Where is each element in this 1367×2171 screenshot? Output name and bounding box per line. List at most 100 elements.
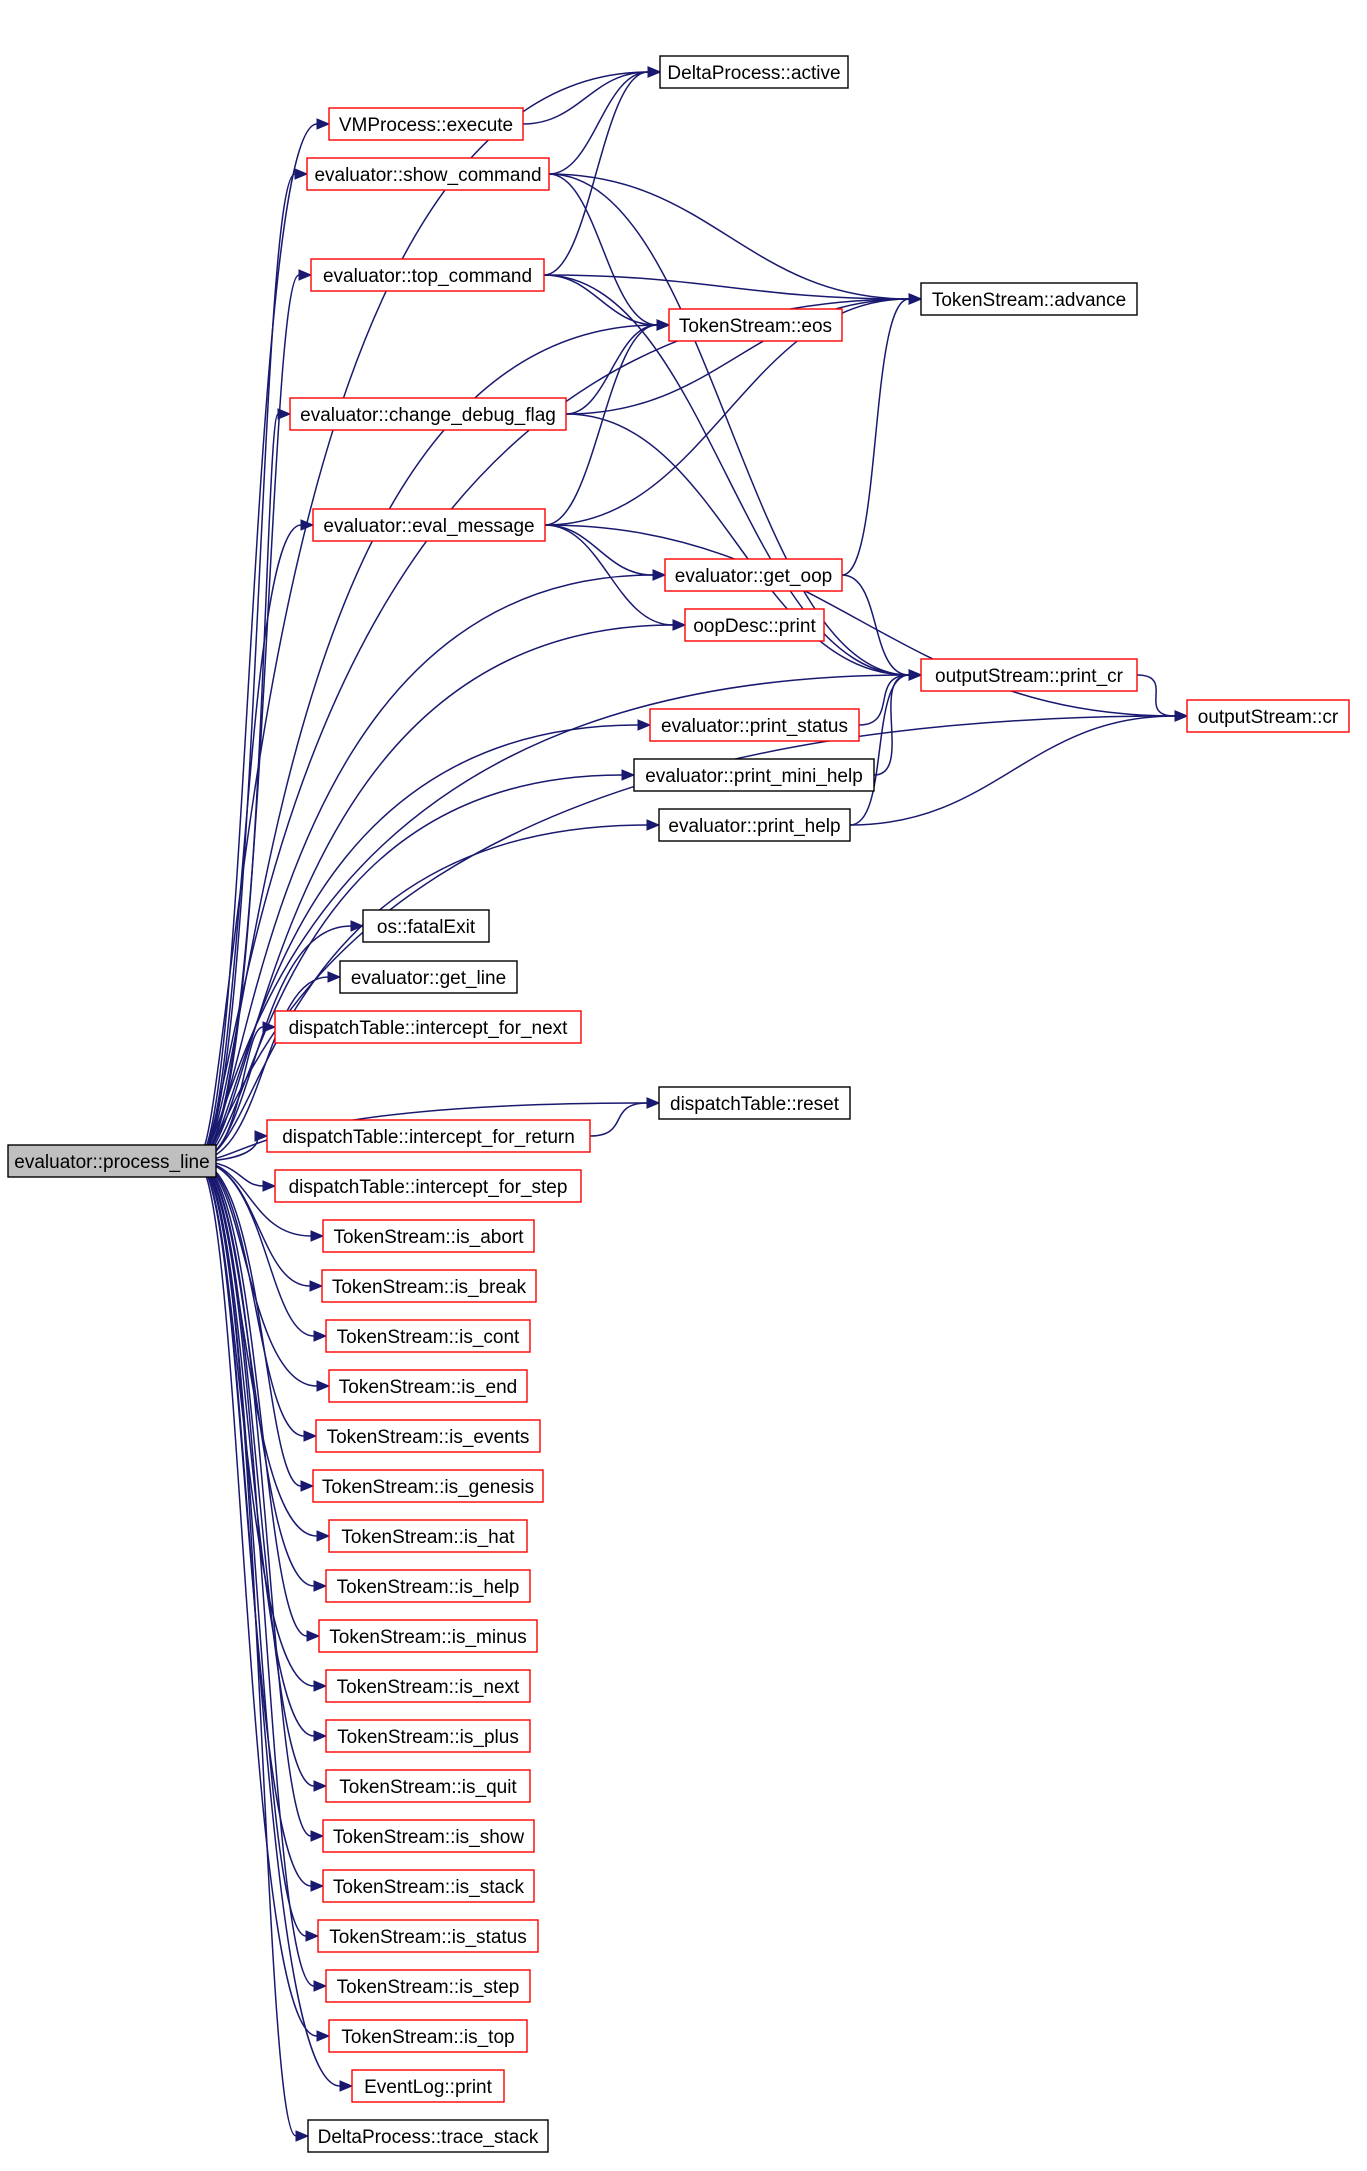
edge-line [195,173,296,1162]
node-label: evaluator::get_oop [675,566,832,587]
edge-dt_return-to-dt_reset [589,1097,661,1137]
node-tokenstream-is-cont[interactable]: TokenStream::is_cont [325,1319,531,1353]
node-evaluator-get-oop[interactable]: evaluator::get_oop [664,558,843,592]
edge-arrowhead [908,669,923,681]
node-box [328,2019,528,2053]
node-label: TokenStream::is_next [337,1677,520,1698]
node-tokenstream-is-next[interactable]: TokenStream::is_next [325,1669,531,1703]
node-oopdesc-print[interactable]: oopDesc::print [684,608,825,642]
node-label: evaluator::print_status [661,716,848,737]
node-box [266,1119,591,1153]
node-box [317,1919,539,1953]
node-label: VMProcess::execute [339,115,513,136]
edge-print_help-to-os_print_cr [849,669,923,826]
node-evaluator-change-debug-flag[interactable]: evaluator::change_debug_flag [289,397,567,431]
node-label: evaluator::process_line [14,1152,209,1173]
node-label: TokenStream::is_minus [329,1627,526,1648]
node-tokenstream-is-status[interactable]: TokenStream::is_status [317,1919,539,1953]
node-outputstream-print-cr[interactable]: outputStream::print_cr [920,658,1138,692]
edge-process_line-to-show_command [195,168,309,1162]
node-tokenstream-is-abort[interactable]: TokenStream::is_abort [322,1219,535,1253]
node-label: oopDesc::print [693,616,816,637]
node-box [325,1319,531,1353]
edge-line [544,524,674,626]
node-label: TokenStream::is_stack [333,1877,525,1898]
node-label: TokenStream::is_abort [333,1227,524,1248]
edge-line [548,173,910,676]
node-label: TokenStream::is_cont [337,1327,520,1348]
edge-process_line-to-print_help [195,819,661,1162]
node-tokenstream-is-help[interactable]: TokenStream::is_help [325,1569,531,1603]
node-evaluator-process-line: evaluator::process_line [7,1144,217,1178]
edge-line [195,413,279,1162]
node-tokenstream-is-events[interactable]: TokenStream::is_events [315,1419,541,1453]
edge-arrowhead [313,1980,328,1992]
edge-line [543,71,649,276]
edge-arrowhead [637,719,652,731]
node-os-fatalexit: os::fatalExit [362,909,490,943]
node-evaluator-get-line: evaluator::get_line [339,960,518,994]
node-box [1186,699,1350,733]
node-evaluator-show-command[interactable]: evaluator::show_command [306,157,550,191]
node-box [325,1569,531,1603]
node-evaluator-top-command[interactable]: evaluator::top_command [310,258,545,292]
edge-process_line-to-is_status [195,1160,320,1942]
node-tokenstream-is-genesis[interactable]: TokenStream::is_genesis [312,1469,544,1503]
edge-line [195,1160,297,2137]
node-box [274,1010,582,1044]
node-box [328,1369,528,1403]
node-tokenstream-is-quit[interactable]: TokenStream::is_quit [325,1769,531,1803]
node-tokenstream-is-top[interactable]: TokenStream::is_top [328,2019,528,2053]
node-tokenstream-is-end[interactable]: TokenStream::is_end [328,1369,528,1403]
edge-arrowhead [295,2130,310,2142]
edge-arrowhead [647,66,662,78]
edge-line [195,1160,312,1887]
node-label: DeltaProcess::trace_stack [318,2127,539,2148]
edge-process_line-to-is_step [195,1160,328,1992]
node-label: evaluator::get_line [351,968,506,989]
node-label: TokenStream::eos [679,316,832,337]
node-box [312,1469,544,1503]
node-evaluator-print-status[interactable]: evaluator::print_status [649,708,860,742]
node-box [633,758,875,792]
node-outputstream-cr[interactable]: outputStream::cr [1186,699,1350,733]
node-label: TokenStream::is_hat [341,1527,515,1548]
node-box [312,508,546,542]
node-dispatchtable-intercept-for-return[interactable]: dispatchTable::intercept_for_return [266,1119,591,1153]
node-vmprocess-execute[interactable]: VMProcess::execute [328,107,524,141]
node-tokenstream-is-show[interactable]: TokenStream::is_show [322,1819,535,1853]
edge-top_command-to-ts_eos [543,274,671,331]
node-label: TokenStream::is_end [339,1377,518,1398]
edge-arrowhead [313,1680,328,1692]
edge-arrowhead [327,971,342,983]
node-tokenstream-is-stack[interactable]: TokenStream::is_stack [322,1869,535,1903]
node-tokenstream-is-minus[interactable]: TokenStream::is_minus [318,1619,538,1653]
node-tokenstream-is-break[interactable]: TokenStream::is_break [321,1269,537,1303]
edge-process_line-to-trace_stack [195,1160,310,2142]
edge-process_line-to-get_oop [195,569,667,1162]
node-eventlog-print[interactable]: EventLog::print [351,2069,505,2103]
node-evaluator-eval-message[interactable]: evaluator::eval_message [312,508,546,542]
node-dispatchtable-intercept-for-step[interactable]: dispatchTable::intercept_for_step [274,1169,582,1203]
node-tokenstream-eos[interactable]: TokenStream::eos [668,308,843,342]
edge-arrowhead [313,1730,328,1742]
node-tokenstream-is-plus[interactable]: TokenStream::is_plus [325,1719,531,1753]
edge-get_oop-to-os_print_cr [841,574,923,681]
node-label: os::fatalExit [377,917,476,938]
edge-show_command-to-ts_advance [548,173,923,305]
node-label: evaluator::eval_message [323,516,534,537]
node-box [325,1719,531,1753]
node-dispatchtable-intercept-for-next[interactable]: dispatchTable::intercept_for_next [274,1010,582,1044]
node-label: TokenStream::is_top [341,2027,514,2048]
edge-process_line-to-vm_execute [195,118,331,1162]
edge-arrowhead [300,519,315,531]
edge-arrowhead [310,1230,325,1242]
node-tokenstream-is-hat[interactable]: TokenStream::is_hat [328,1519,528,1553]
edge-arrowhead [621,769,636,781]
node-tokenstream-is-step[interactable]: TokenStream::is_step [325,1969,531,2003]
node-box [325,1669,531,1703]
node-box [362,909,490,943]
edge-arrowhead [303,1430,318,1442]
node-label: DeltaProcess::active [667,63,840,84]
edge-arrowhead [305,1930,320,1942]
